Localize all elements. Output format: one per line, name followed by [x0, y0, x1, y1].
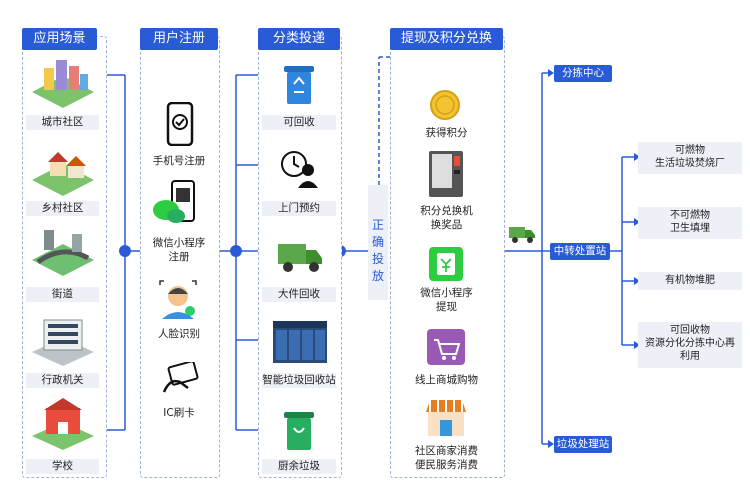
delivery-label-appointment: 上门预约	[262, 201, 336, 216]
city-community-icon	[30, 54, 96, 114]
disposal-station-tag: 垃圾处理站	[554, 436, 612, 453]
ic-card-icon	[160, 360, 200, 398]
correct-delivery-tag	[368, 185, 388, 300]
redeem-label-merchant: 社区商家消费 便民服务消费	[390, 444, 503, 472]
vending-machine-icon	[428, 150, 464, 198]
redeem-header: 提现及积分兑换	[390, 28, 503, 50]
village-community-icon	[30, 140, 96, 200]
output-noncombustible-text: 不可燃物 卫生填埋	[670, 210, 710, 234]
redeem-label-vending: 积分兑换机 换奖品	[390, 204, 503, 232]
recycle-bin-icon	[282, 62, 316, 106]
output-recyclable-text: 可回收物 资源分化分拣中心再 利用	[645, 325, 735, 362]
register-label-wechat-text: 微信小程序 注册	[152, 237, 206, 263]
scene-label-government: 行政机关	[26, 373, 99, 388]
output-organic-text: 有机物堆肥	[665, 275, 715, 286]
redeem-label-vending-text: 积分兑换机 换奖品	[420, 205, 473, 231]
school-icon	[30, 396, 96, 456]
output-organic: 有机物堆肥	[638, 272, 742, 290]
register-column	[140, 36, 220, 478]
redeem-label-wechat-text: 微信小程序 提现	[420, 287, 473, 313]
redeem-label-wechat: 微信小程序 提现	[390, 286, 503, 314]
scene-label-village: 乡村社区	[26, 201, 99, 216]
kitchen-bin-icon	[282, 408, 316, 452]
scene-label-city: 城市社区	[26, 115, 99, 130]
door-to-door-icon	[280, 150, 320, 190]
scenes-header: 应用场景	[22, 28, 97, 50]
correct-delivery-text: 正确投放	[371, 218, 384, 283]
transfer-truck-icon	[508, 224, 536, 244]
phone-check-icon	[165, 101, 195, 147]
output-combustible: 可燃物 生活垃圾焚烧厂	[638, 142, 742, 174]
redeem-label-mall: 线上商城购物	[415, 374, 478, 386]
delivery-label-smart-station: 智能垃圾回收站	[262, 373, 336, 388]
gold-coin-icon	[430, 90, 460, 120]
register-label-phone: 手机号注册	[152, 155, 206, 167]
delivery-label-bulky: 大件回收	[262, 287, 336, 302]
wechat-qr-icon	[152, 180, 200, 226]
redeem-label-merchant-text: 社区商家消费 便民服务消费	[415, 445, 478, 471]
register-label-ic: IC刷卡	[163, 407, 195, 419]
shop-cart-icon	[426, 328, 466, 366]
scene-label-street: 街道	[26, 287, 99, 302]
register-header: 用户注册	[140, 28, 218, 50]
government-building-icon	[30, 310, 96, 372]
delivery-header: 分类投递	[258, 28, 340, 50]
wechat-cash-icon	[428, 246, 464, 282]
register-label-face: 人脸识别	[158, 328, 200, 340]
sorting-center-tag: 分拣中心	[554, 65, 612, 82]
delivery-label-recyclable: 可回收	[262, 115, 336, 130]
output-recyclable: 可回收物 资源分化分拣中心再 利用	[638, 322, 742, 368]
redeem-label-points: 获得积分	[425, 127, 468, 139]
output-combustible-text: 可燃物 生活垃圾焚烧厂	[655, 145, 725, 169]
storefront-icon	[424, 396, 468, 438]
transfer-station-tag: 中转处置站	[550, 243, 610, 260]
output-noncombustible: 不可燃物 卫生填埋	[638, 207, 742, 239]
street-icon	[30, 224, 96, 286]
smart-station-icon	[272, 320, 328, 364]
face-recognition-icon	[158, 279, 198, 321]
scene-label-school: 学校	[26, 459, 99, 474]
delivery-label-kitchen: 厨余垃圾	[262, 459, 336, 474]
register-label-wechat: 微信小程序 注册	[140, 236, 218, 264]
truck-icon	[276, 240, 324, 274]
